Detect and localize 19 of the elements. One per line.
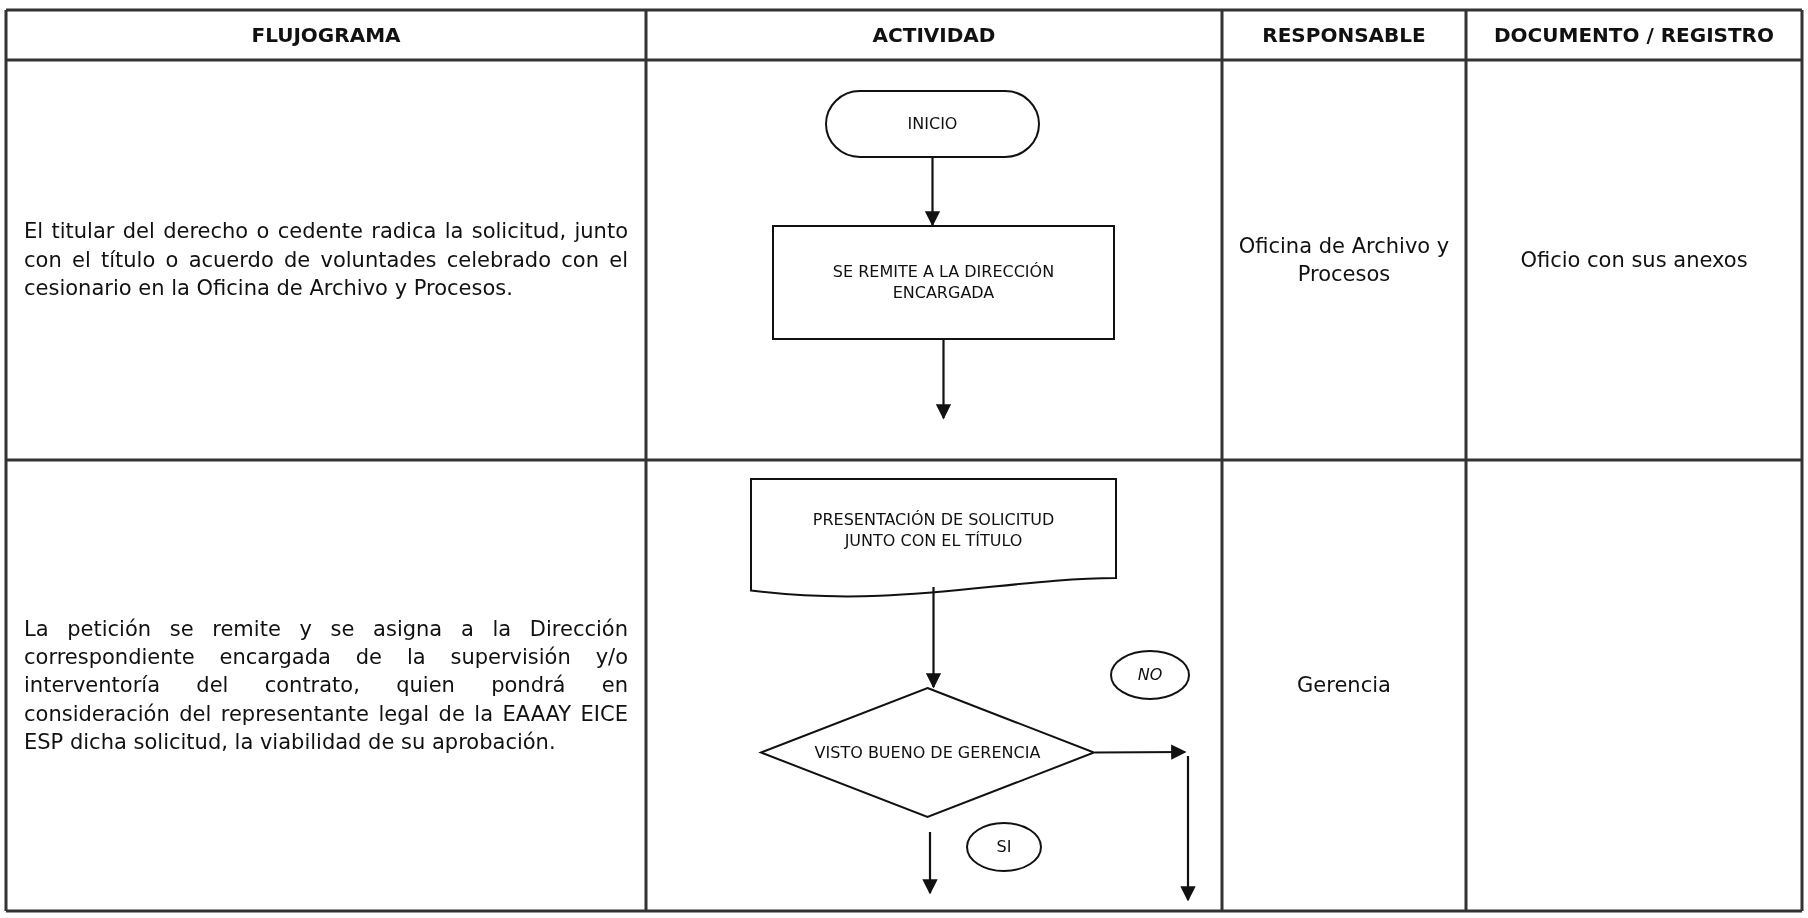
column-header: RESPONSABLE <box>1262 21 1426 49</box>
arrow <box>925 587 942 689</box>
decision-diamond: VISTO BUENO DE GERENCIA <box>760 687 1095 818</box>
arrow <box>922 832 938 895</box>
document-text: Oficio con sus anexos <box>1520 246 1748 274</box>
column-header: FLUJOGRAMA <box>251 21 401 49</box>
activity-description: La petición se remite y se asigna a la Dirección correspondiente encargada de la supervisión y/o interventoría del contrato, quien pondrá en consideración del representante legal de la EAAAY EICE ESP dicha solicitud, la viabilidad de su aprobación. <box>24 615 628 756</box>
responsible-text: Oficina de Archivo y Procesos <box>1237 232 1451 288</box>
start-terminal: INICIO <box>825 90 1040 158</box>
responsible-text: Gerencia <box>1297 672 1391 700</box>
arrow <box>1095 744 1187 760</box>
branch-label-oval: SI <box>966 822 1042 872</box>
arrow <box>935 340 952 420</box>
arrow <box>924 158 941 227</box>
activity-description: El titular del derecho o cedente radica la solicitud, junto con el título o acuerdo de voluntades celebrado con el cesionario en la Oficina de Archivo y Procesos. <box>24 218 628 303</box>
branch-label-oval: NO <box>1110 650 1190 700</box>
process-box: SE REMITE A LA DIRECCIÓN ENCARGADA <box>772 225 1115 340</box>
column-header: ACTIVIDAD <box>872 21 996 49</box>
column-header: DOCUMENTO / REGISTRO <box>1493 21 1775 49</box>
